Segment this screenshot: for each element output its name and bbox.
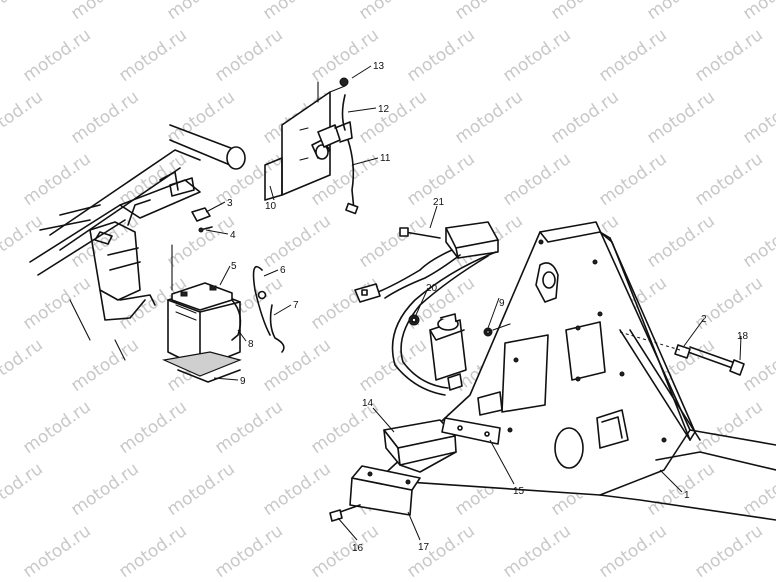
watermark-text: motod.ru: [451, 0, 526, 24]
watermark-text: motod.ru: [643, 87, 718, 148]
switch-bracket: [264, 77, 359, 215]
callout-1: 1: [684, 490, 690, 501]
bracket-15: [441, 417, 501, 445]
watermark-text: motod.ru: [19, 273, 94, 334]
callout-9-coil: 9: [499, 298, 505, 309]
watermark-text: motod.ru: [691, 521, 766, 582]
watermark-text: motod.ru: [547, 87, 622, 148]
relay-21: [354, 221, 499, 396]
callout-8: 8: [248, 339, 254, 350]
callout-20: 20: [426, 283, 438, 294]
watermark-text: motod.ru: [355, 0, 430, 24]
watermark-text: motod.ru: [67, 87, 142, 148]
watermark-text: motod.ru: [115, 25, 190, 86]
watermark-text: motod.ru: [67, 335, 142, 396]
watermark-text: motod.ru: [19, 521, 94, 582]
callout-21: 21: [433, 197, 445, 208]
watermark-text: motod.ru: [0, 459, 47, 520]
watermark-text: motod.ru: [499, 521, 574, 582]
watermark-text: motod.ru: [595, 521, 670, 582]
watermark-text: motod.ru: [115, 397, 190, 458]
cdi-box: [383, 419, 457, 473]
ignition-coil: [408, 313, 511, 391]
watermark-text: motod.ru: [595, 25, 670, 86]
watermark-text: motod.ru: [19, 149, 94, 210]
callout-11: 11: [380, 153, 391, 164]
watermark-text: motod.ru: [211, 521, 286, 582]
watermark-text: motod.ru: [0, 87, 47, 148]
watermark-text: motod.ru: [19, 25, 94, 86]
watermark-text: motod.ru: [211, 397, 286, 458]
chassis-frame: [29, 124, 246, 361]
watermark-text: motod.ru: [163, 87, 238, 148]
callout-13: 13: [373, 61, 385, 72]
battery-assembly: [161, 207, 285, 383]
watermark-text: motod.ru: [355, 211, 430, 272]
watermark-text: motod.ru: [307, 521, 382, 582]
callout-14: 14: [362, 398, 374, 409]
watermark-text: motod.ru: [691, 149, 766, 210]
watermark-text: motod.ru: [739, 0, 776, 24]
watermark-text: motod.ru: [163, 0, 238, 24]
watermark-text: motod.ru: [739, 87, 776, 148]
watermark-text: motod.ru: [0, 211, 47, 272]
callout-2: 2: [701, 314, 707, 325]
watermark-text: motod.ru: [115, 521, 190, 582]
watermark-text: motod.ru: [19, 397, 94, 458]
watermark-text: motod.ru: [259, 0, 334, 24]
callout-3: 3: [227, 198, 233, 209]
mount-plate-17: [329, 465, 421, 522]
watermark-text: motod.ru: [0, 0, 47, 24]
callout-15: 15: [513, 486, 525, 497]
callout-7: 7: [293, 300, 299, 311]
watermark-text: motod.ru: [691, 397, 766, 458]
callout-18: 18: [737, 331, 749, 342]
watermark-text: motod.ru: [259, 459, 334, 520]
callout-6: 6: [280, 265, 286, 276]
watermark-text: motod.ru: [259, 211, 334, 272]
callout-10: 10: [265, 201, 277, 212]
watermark-text: motod.ru: [259, 335, 334, 396]
watermark-text: motod.ru: [67, 0, 142, 24]
callout-9-battery: 9: [240, 376, 246, 387]
callout-16: 16: [352, 543, 364, 554]
callout-5: 5: [231, 261, 237, 272]
callout-4: 4: [230, 230, 236, 241]
callout-12: 12: [378, 104, 390, 115]
watermark-text: motod.ru: [595, 149, 670, 210]
watermark-text: motod.ru: [67, 459, 142, 520]
callouts: 13 12 11 10 3 4 5 6 7 8 9 21 20 9 2 18 1…: [227, 61, 749, 554]
watermark-text: motod.ru: [739, 211, 776, 272]
watermark-text: motod.ru: [355, 87, 430, 148]
watermark-text: motod.ru: [451, 87, 526, 148]
watermark-text: motod.ru: [307, 273, 382, 334]
leader-lines: [205, 65, 742, 541]
watermark-text: motod.ru: [739, 335, 776, 396]
bolt-18: [619, 331, 745, 376]
watermark-text: motod.ru: [547, 0, 622, 24]
watermark-text: motod.ru: [643, 0, 718, 24]
watermark-text: motod.ru: [499, 149, 574, 210]
watermark-text: motod.ru: [643, 211, 718, 272]
watermark-text: motod.ru: [211, 25, 286, 86]
callout-17: 17: [418, 542, 430, 553]
watermark-text: motod.ru: [163, 459, 238, 520]
watermark-text: motod.ru: [0, 335, 47, 396]
watermark-text: motod.ru: [691, 25, 766, 86]
watermark-text: motod.ru: [403, 25, 478, 86]
watermark-text: motod.ru: [499, 25, 574, 86]
watermark-text: motod.ru: [403, 521, 478, 582]
watermark-text: motod.ru: [307, 25, 382, 86]
